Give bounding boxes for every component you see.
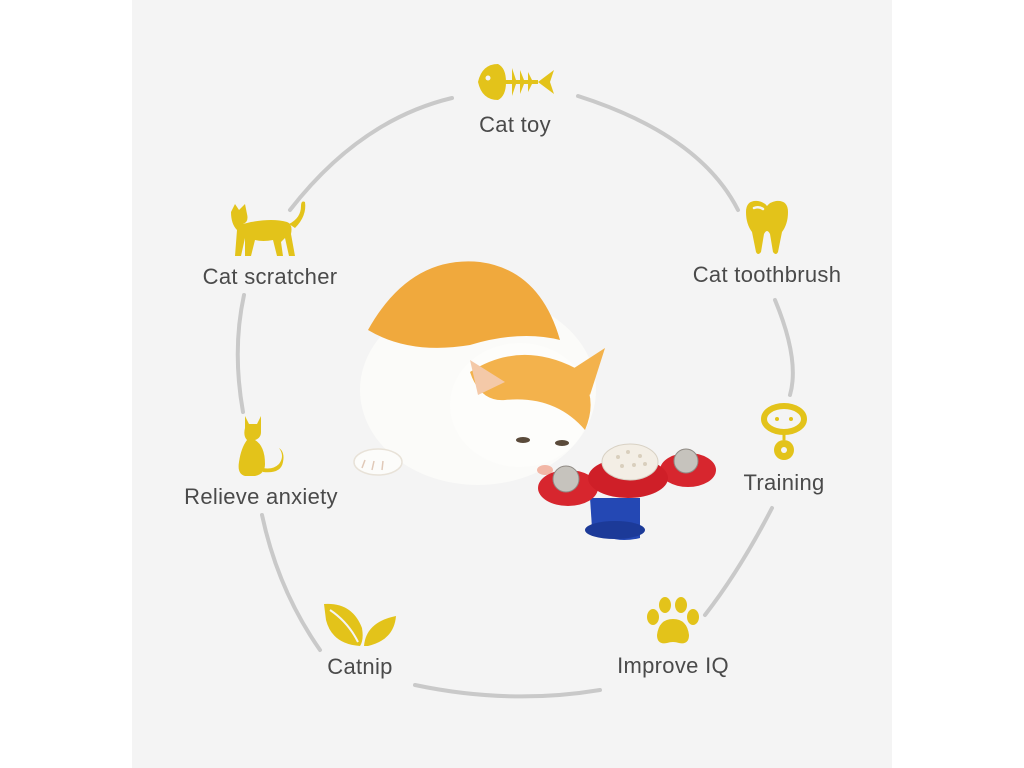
- feature-cat-scratcher: Cat scratcher: [182, 198, 358, 290]
- leaf-icon: [324, 603, 396, 646]
- feature-label: Cat toy: [479, 112, 551, 137]
- windmill-toy-photo: [538, 443, 716, 541]
- feature-relieve-anxiety: Relieve anxiety: [166, 414, 356, 510]
- feature-training: Training: [725, 402, 843, 496]
- feature-label: Relieve anxiety: [184, 484, 338, 509]
- paw-icon: [647, 597, 699, 644]
- feature-cat-toy: Cat toy: [440, 58, 590, 138]
- feature-label: Training: [743, 470, 825, 495]
- kitten-photo: [353, 261, 605, 485]
- fish-bone-icon: [478, 64, 554, 100]
- collar-icon: [761, 403, 807, 460]
- feature-ring: [235, 94, 795, 699]
- sitting-cat-icon: [238, 416, 284, 476]
- feature-cat-toothbrush: Cat toothbrush: [672, 198, 862, 288]
- tooth-icon: [746, 200, 788, 254]
- walking-cat-icon: [231, 201, 306, 256]
- feature-label: Improve IQ: [617, 653, 729, 678]
- feature-label: Cat toothbrush: [692, 262, 842, 287]
- feature-label: Catnip: [327, 654, 393, 679]
- feature-catnip: Catnip: [300, 600, 420, 680]
- feature-label: Cat scratcher: [202, 264, 338, 289]
- feature-improve-iq: Improve IQ: [598, 595, 748, 679]
